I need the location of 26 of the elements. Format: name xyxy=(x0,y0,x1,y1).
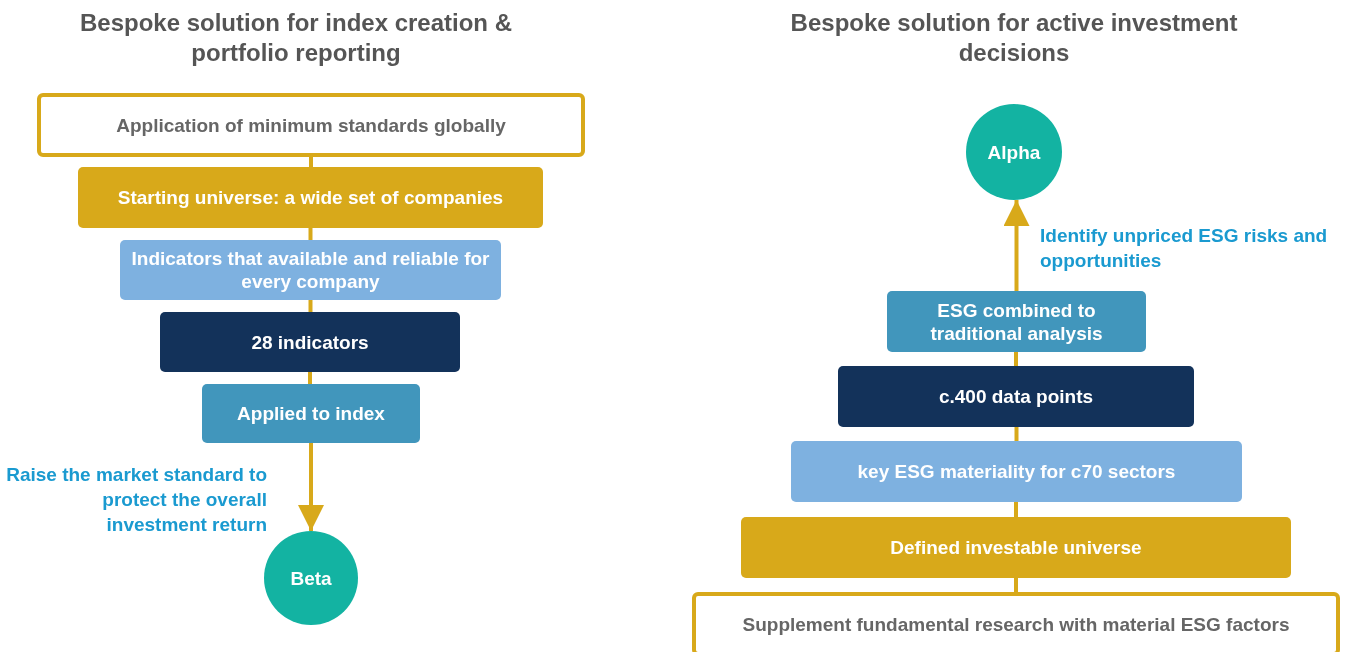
outcome-circle: Alpha xyxy=(966,104,1062,200)
connector-line xyxy=(1014,427,1019,441)
connector-line xyxy=(308,372,312,384)
outcome-circle: Beta xyxy=(264,531,358,625)
edge-label: Raise the market standard to protect the overall investment return xyxy=(5,463,267,537)
step-box: c.400 data points xyxy=(838,366,1194,427)
step-box: Applied to index xyxy=(202,384,420,443)
arrow xyxy=(1003,200,1030,291)
connector-line xyxy=(1014,578,1018,592)
step-box: Indicators that available and reliable for every company xyxy=(120,240,501,300)
column-heading: Bespoke solution for index creation & portfolio reporting xyxy=(78,8,514,68)
step-box: key ESG materiality for c70 sectors xyxy=(791,441,1242,502)
connector-line xyxy=(1014,502,1018,517)
step-box: ESG combined to traditional analysis xyxy=(887,291,1146,352)
step-box: 28 indicators xyxy=(160,312,460,372)
connector-line xyxy=(308,300,313,312)
edge-label: Identify unpriced ESG risks and opportunities xyxy=(1040,224,1329,273)
step-box: Application of minimum standards globally xyxy=(37,93,585,157)
arrow xyxy=(298,443,324,531)
step-box: Defined investable universe xyxy=(741,517,1291,578)
step-box: Supplement fundamental research with material ESG factors xyxy=(692,592,1340,652)
connector-line xyxy=(309,157,313,167)
column-heading: Bespoke solution for active investment decisions xyxy=(790,8,1238,68)
connector-line xyxy=(308,228,313,240)
connector-line xyxy=(1014,352,1018,366)
step-box: Starting universe: a wide set of companies xyxy=(78,167,543,228)
